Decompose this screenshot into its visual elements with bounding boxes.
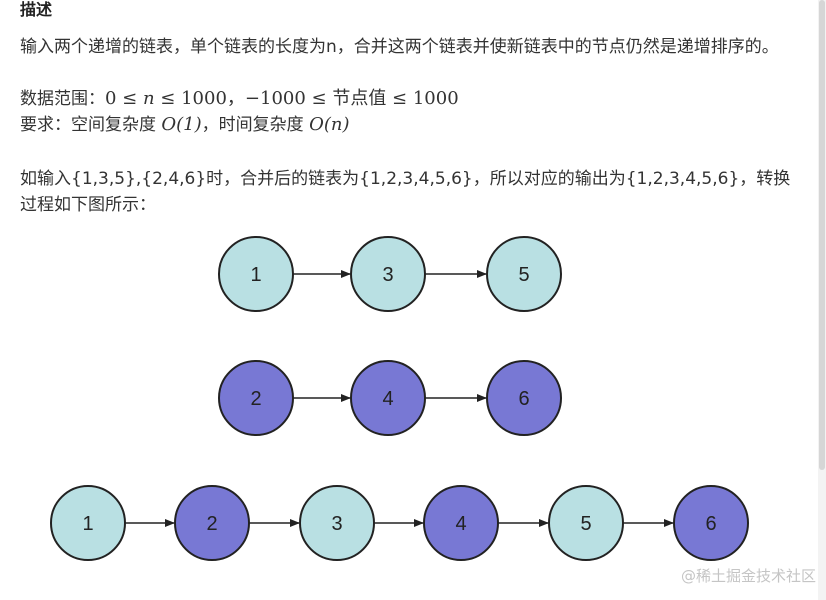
merged-list-node-label: 1: [82, 513, 93, 535]
scrollbar-thumb[interactable]: [819, 0, 825, 470]
list-a-node: [486, 236, 562, 312]
list-b-node-label: 4: [382, 388, 393, 410]
merged-list-node-label: 2: [206, 513, 217, 535]
merged-list-node-label: 6: [705, 513, 716, 535]
section-title: 描述: [20, 0, 53, 19]
requirement-mid: ，时间复杂度: [201, 115, 310, 135]
vertical-scrollbar[interactable]: [818, 0, 826, 600]
list-b-node-label: 6: [518, 388, 529, 410]
description-paragraph: 输入两个递增的链表，单个链表的长度为n，合并这两个链表并使新链表中的节点仍然是递…: [20, 37, 779, 57]
requirement-line: 要求：空间复杂度 O(1)，时间复杂度 O(n): [20, 112, 800, 138]
range-var-n: n: [142, 88, 155, 109]
range-rest: ≤ 1000，−1000 ≤ 节点值 ≤ 1000: [154, 88, 459, 109]
list-a-node-label: 5: [518, 264, 529, 286]
time-complexity: O(n): [309, 114, 350, 135]
list-a-node-label: 3: [382, 264, 393, 286]
merged-list-node-label: 5: [580, 513, 591, 535]
merged-list-node-label: 4: [455, 513, 466, 535]
list-a-node-label: 1: [250, 264, 261, 286]
space-complexity: O(1): [161, 114, 202, 135]
data-range-label: 数据范围：: [20, 89, 105, 109]
merged-list-node: [673, 485, 749, 561]
range-leq: 0 ≤: [105, 88, 143, 109]
merged-list-node-label: 3: [331, 513, 342, 535]
data-range-line: 数据范围：0 ≤ n ≤ 1000，−1000 ≤ 节点值 ≤ 1000: [20, 86, 800, 112]
list-b-node: [486, 360, 562, 436]
example-paragraph: 如输入{1,3,5},{2,4,6}时，合并后的链表为{1,2,3,4,5,6}…: [20, 169, 791, 215]
list-b-node-label: 2: [250, 388, 261, 410]
requirement-label: 要求：空间复杂度: [20, 115, 162, 135]
watermark: @稀土掘金技术社区: [680, 567, 816, 585]
